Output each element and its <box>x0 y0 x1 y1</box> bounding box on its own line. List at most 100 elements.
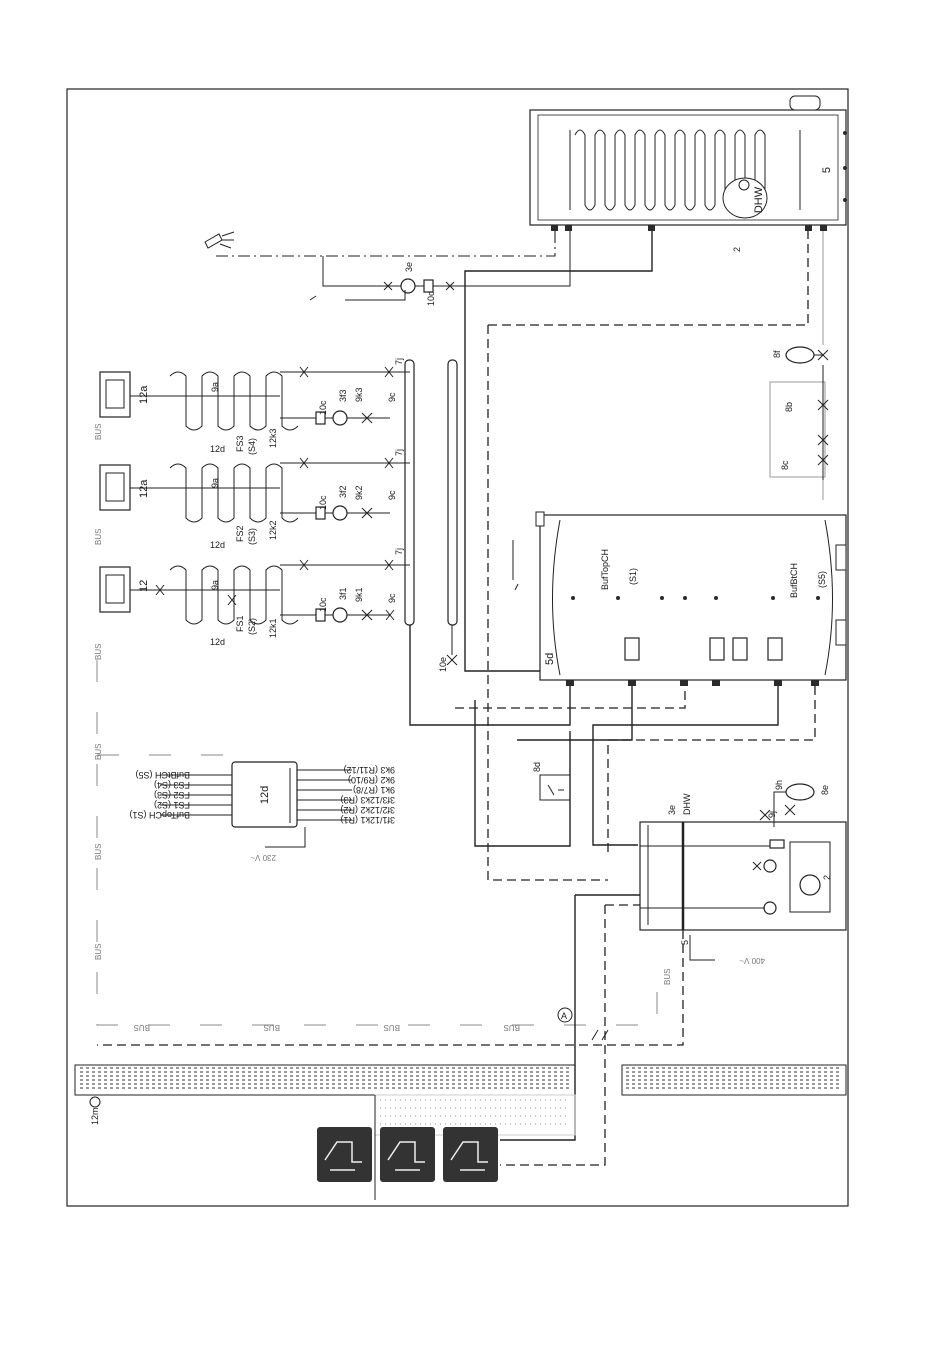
svg-text:(S4): (S4) <box>247 438 257 455</box>
controller-input-label: BufBtCH (S5) <box>135 770 190 780</box>
svg-text:9k3: 9k3 <box>354 387 364 402</box>
svg-text:A: A <box>561 1011 567 1021</box>
svg-text:5: 5 <box>680 940 690 945</box>
svg-text:DHW: DHW <box>682 793 692 815</box>
svg-text:8e: 8e <box>820 785 830 795</box>
svg-text:BufBtCH: BufBtCH <box>789 563 799 598</box>
svg-text:(S2): (S2) <box>247 618 257 635</box>
svg-text:2: 2 <box>732 247 742 252</box>
svg-text:10c: 10c <box>318 597 328 612</box>
svg-text:12k3: 12k3 <box>268 428 278 448</box>
heating-circuit-3 <box>99 366 410 431</box>
svg-text:12: 12 <box>138 580 150 592</box>
svg-text:8f: 8f <box>772 350 782 358</box>
svg-text:2: 2 <box>822 875 832 880</box>
manifold-return <box>447 359 458 626</box>
dhw-tank-label: 5 <box>821 167 833 173</box>
svg-text:10e: 10e <box>438 657 448 672</box>
svg-text:9c: 9c <box>387 392 397 402</box>
svg-text:3e: 3e <box>404 262 414 272</box>
controller-input-label: FS2 (S3) <box>154 790 190 800</box>
svg-text:12k1: 12k1 <box>268 618 278 638</box>
controller-output-label: 3f1/12k1 (R1) <box>340 815 395 825</box>
svg-text:9a: 9a <box>210 580 220 590</box>
svg-text:400 V~: 400 V~ <box>739 956 765 965</box>
outdoor-sensor-12m <box>89 1096 101 1108</box>
svg-text:(S1): (S1) <box>628 568 638 585</box>
svg-text:BUS: BUS <box>94 944 103 960</box>
manifold-supply <box>404 359 415 626</box>
heating-circuit-1 <box>99 559 410 625</box>
svg-text:12d: 12d <box>259 786 271 804</box>
svg-text:BUS: BUS <box>94 744 103 760</box>
svg-text:3f2: 3f2 <box>338 485 348 498</box>
svg-text:12d: 12d <box>210 637 225 647</box>
heat-pump-unit <box>639 821 847 931</box>
svg-text:12d: 12d <box>210 540 225 550</box>
svg-text:BUS: BUS <box>94 844 103 860</box>
shower-icon <box>204 231 235 249</box>
heating-circuit-2 <box>99 457 410 523</box>
svg-text:9j: 9j <box>767 811 777 818</box>
controller-output-label: 9k2 (R9/10) <box>348 775 395 785</box>
svg-text:BUS: BUS <box>384 1023 400 1032</box>
svg-text:FS2: FS2 <box>235 525 245 542</box>
svg-text:BUS: BUS <box>134 1023 150 1032</box>
svg-text:12d: 12d <box>210 444 225 454</box>
dhw-sensor-label: DHW <box>753 186 765 213</box>
svg-text:8c: 8c <box>780 460 790 470</box>
svg-text:8d: 8d <box>532 762 542 772</box>
group-8c <box>769 381 826 478</box>
svg-text:12m: 12m <box>90 1107 100 1125</box>
svg-text:3f1: 3f1 <box>338 587 348 600</box>
svg-text:(S3): (S3) <box>247 528 257 545</box>
svg-text:3f3: 3f3 <box>338 389 348 402</box>
svg-text:BUS: BUS <box>663 969 672 985</box>
svg-text:9c: 9c <box>387 593 397 603</box>
svg-text:3e: 3e <box>667 805 677 815</box>
controller-input-label: BufTopCH (S1) <box>129 810 190 820</box>
svg-text:230 V~: 230 V~ <box>250 853 276 862</box>
svg-text:7j: 7j <box>394 358 404 365</box>
controller-output-label: 3f2/12k2 (R2) <box>340 805 395 815</box>
svg-text:BufTopCH: BufTopCH <box>600 549 610 590</box>
svg-text:10c: 10c <box>318 495 328 510</box>
safety-group-8d <box>539 774 571 801</box>
buffer-tank <box>535 511 847 686</box>
svg-text:9c: 9c <box>387 490 397 500</box>
drawing-frame <box>66 88 849 1207</box>
svg-text:12a: 12a <box>138 479 150 498</box>
svg-text:7j: 7j <box>394 548 404 555</box>
svg-text:9h: 9h <box>774 780 784 790</box>
svg-text:9k1: 9k1 <box>354 587 364 602</box>
svg-text:BUS: BUS <box>94 424 103 440</box>
svg-text:(S5): (S5) <box>817 571 827 588</box>
dhw-tank <box>529 95 847 231</box>
controller-input-label: FS1 (S2) <box>154 800 190 810</box>
svg-text:FS3: FS3 <box>235 435 245 452</box>
svg-text:BUS: BUS <box>94 529 103 545</box>
svg-text:5d: 5d <box>544 653 556 665</box>
controller-input-label: FS3 (S4) <box>154 780 190 790</box>
svg-text:BUS: BUS <box>94 644 103 660</box>
svg-text:10c: 10c <box>318 400 328 415</box>
svg-text:12a: 12a <box>138 385 150 404</box>
svg-text:BUS: BUS <box>504 1023 520 1032</box>
legend-icons <box>317 1127 498 1182</box>
svg-text:FS1: FS1 <box>235 615 245 632</box>
controller-12d <box>160 761 352 848</box>
svg-text:9a: 9a <box>210 478 220 488</box>
svg-text:10c: 10c <box>426 291 436 306</box>
svg-text:9k2: 9k2 <box>354 485 364 500</box>
controller-output-label: 9k3 (R11/12) <box>344 765 395 775</box>
controller-output-label: 3f3/12k3 (R3) <box>340 795 395 805</box>
expansion-vessel-8e <box>759 783 815 827</box>
controller-output-label: 9k1 (R7/8) <box>353 785 395 795</box>
svg-text:12k2: 12k2 <box>268 520 278 540</box>
svg-text:BUS: BUS <box>264 1023 280 1032</box>
svg-text:8b: 8b <box>784 402 794 412</box>
svg-text:9a: 9a <box>210 382 220 392</box>
expansion-vessel-8f <box>785 346 823 364</box>
svg-text:7j: 7j <box>394 449 404 456</box>
